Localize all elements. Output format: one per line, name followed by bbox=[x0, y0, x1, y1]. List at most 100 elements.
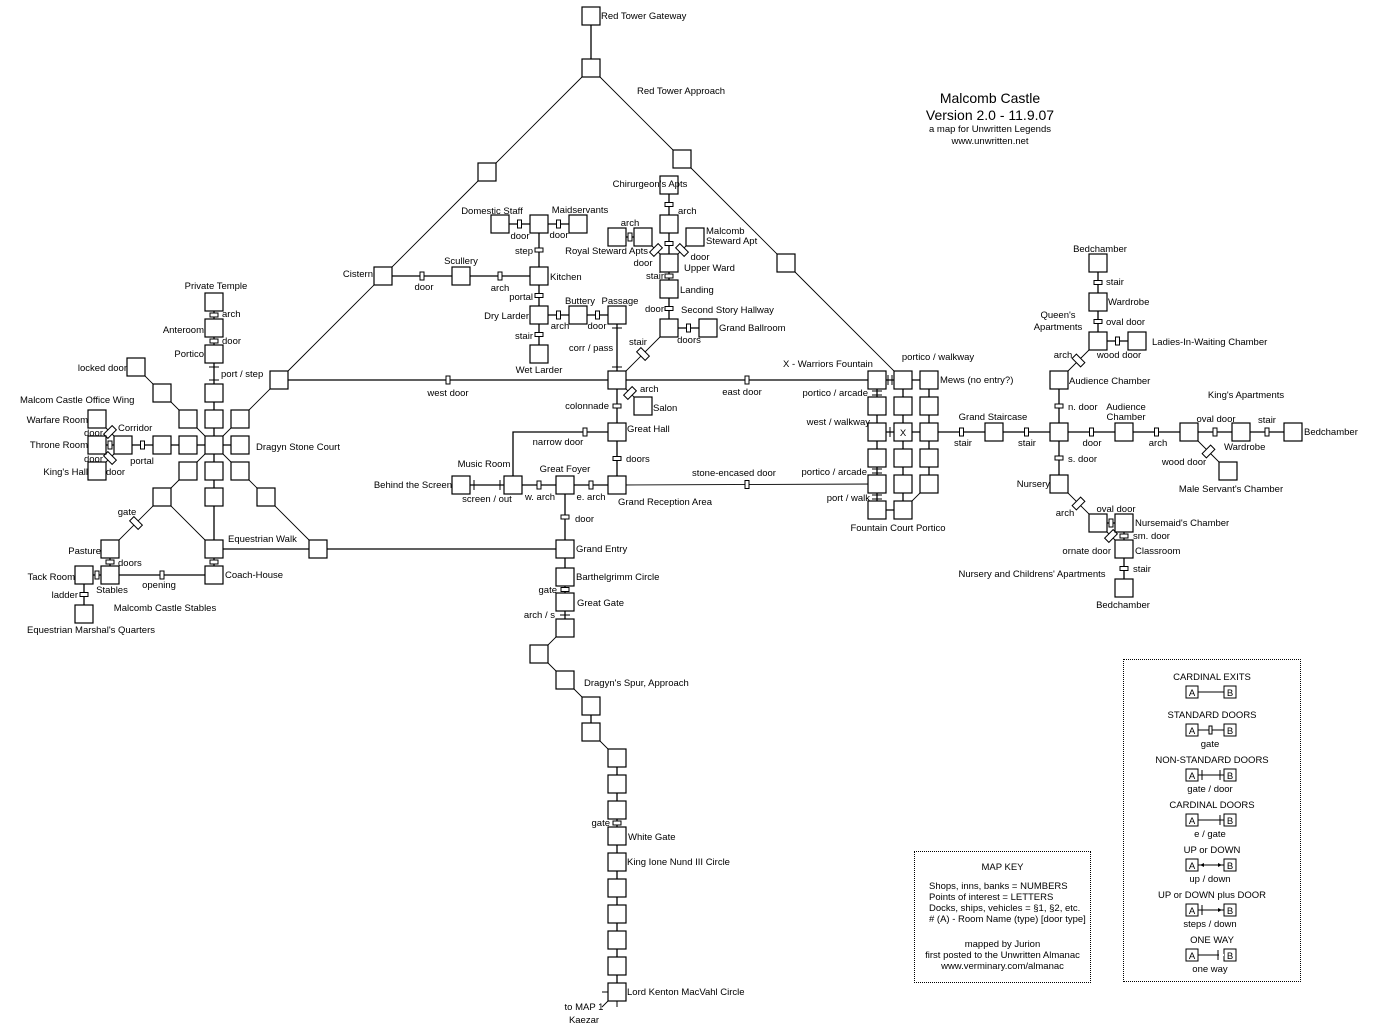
room-chirurg bbox=[659, 175, 679, 195]
room-chir2 bbox=[659, 214, 679, 234]
connection bbox=[1124, 427, 1189, 437]
room-whitegate bbox=[607, 826, 627, 846]
map-label: door bbox=[510, 231, 529, 242]
room-portico bbox=[204, 344, 224, 364]
room-ssh bbox=[659, 318, 679, 338]
connection bbox=[461, 271, 539, 281]
map-label: wood door bbox=[1096, 350, 1141, 361]
map-label: arch bbox=[222, 309, 240, 320]
legend-box-a bbox=[1185, 903, 1199, 917]
room-audchE bbox=[1114, 422, 1134, 442]
room-box bbox=[1088, 253, 1108, 273]
room-dsN2 bbox=[204, 383, 224, 403]
room-box bbox=[100, 539, 120, 559]
map-label: narrow door bbox=[533, 437, 584, 448]
map-site: www.unwritten.net bbox=[951, 136, 1029, 147]
room-warfare bbox=[87, 409, 107, 429]
room-box bbox=[672, 149, 692, 169]
room-grandrec bbox=[607, 475, 627, 495]
connection bbox=[110, 570, 214, 580]
map-label: west / walkway bbox=[806, 417, 871, 428]
legend-box-a-label: A bbox=[1189, 726, 1196, 737]
door-marker bbox=[664, 202, 674, 207]
room-ladies bbox=[1127, 331, 1147, 351]
room-fcB1 bbox=[893, 370, 913, 390]
room-box bbox=[867, 448, 887, 468]
map-label: Private Temple bbox=[185, 281, 248, 292]
room-box bbox=[919, 370, 939, 390]
map-label: arch bbox=[551, 321, 569, 332]
map-label: arch bbox=[678, 206, 696, 217]
room-box bbox=[451, 475, 471, 495]
room-greatgate bbox=[555, 592, 575, 612]
room-box bbox=[581, 58, 601, 78]
room-box bbox=[1114, 539, 1134, 559]
room-box bbox=[152, 435, 172, 455]
connection bbox=[681, 158, 787, 264]
map-key-credit: mapped by Jurion bbox=[964, 939, 1041, 950]
map-label: door bbox=[575, 514, 594, 525]
room-box bbox=[607, 878, 627, 898]
room-box bbox=[1179, 422, 1199, 442]
room-box bbox=[867, 474, 887, 494]
room-box bbox=[919, 396, 939, 416]
map-label: Male Servant's Chamber bbox=[1179, 484, 1283, 495]
legend-box-b-label: B bbox=[1227, 951, 1233, 962]
map-label: Royal Steward Apts bbox=[565, 246, 648, 257]
door-marker bbox=[79, 592, 89, 597]
map-label: ladder bbox=[52, 590, 78, 601]
room-throne bbox=[87, 435, 107, 455]
map-label: Pasture bbox=[68, 546, 101, 557]
map-key: MAP KEY Shops, inns, banks = NUMBERS Poi… bbox=[914, 851, 1091, 983]
connection bbox=[279, 375, 617, 385]
door-marker bbox=[209, 338, 219, 344]
room-box bbox=[659, 175, 679, 195]
door-marker bbox=[1071, 496, 1086, 511]
map-label: X - Warriors Fountain bbox=[783, 359, 873, 370]
room-kwardrobe bbox=[1231, 422, 1251, 442]
room-box bbox=[1088, 513, 1108, 533]
legend-box-a-label: A bbox=[1189, 771, 1196, 782]
map-label: Wardrobe bbox=[1108, 297, 1149, 308]
map-label: Tack Room bbox=[27, 572, 75, 583]
room-lockeddoor bbox=[126, 357, 146, 377]
room-s2 bbox=[529, 644, 549, 664]
door-marker bbox=[128, 515, 144, 531]
map-label: arch bbox=[491, 283, 509, 294]
room-box bbox=[1114, 578, 1134, 598]
door-marker bbox=[1119, 533, 1129, 539]
room-dsS1 bbox=[204, 461, 224, 481]
map-label: Domestic Staff bbox=[461, 206, 523, 217]
room-dsSE2 bbox=[256, 487, 276, 507]
room-box bbox=[659, 253, 679, 273]
map-label: Nursery and Childrens' Apartments bbox=[958, 569, 1105, 580]
map-label: door bbox=[549, 230, 568, 241]
room-barthel bbox=[555, 567, 575, 587]
map-label: Scullery bbox=[444, 256, 478, 267]
room-box bbox=[555, 567, 575, 587]
map-label: Grand Ballroom bbox=[719, 323, 786, 334]
room-box bbox=[607, 982, 627, 1002]
room-box bbox=[607, 422, 627, 442]
room-eqmarshal bbox=[74, 604, 94, 624]
door-marker bbox=[635, 346, 651, 362]
room-behindscreen bbox=[451, 475, 471, 495]
map-label: Anteroom bbox=[163, 325, 204, 336]
room-box bbox=[607, 800, 627, 820]
room-box bbox=[867, 370, 887, 390]
room-box bbox=[893, 474, 913, 494]
legend-title: NON-STANDARD DOORS bbox=[1155, 755, 1268, 766]
door-marker bbox=[105, 559, 115, 565]
room-box bbox=[204, 344, 224, 364]
legend-box-a bbox=[1185, 768, 1199, 782]
legend-box-b bbox=[1223, 768, 1237, 782]
room-box bbox=[568, 305, 588, 325]
door-marker bbox=[648, 242, 664, 258]
map-label: portico / walkway bbox=[902, 352, 975, 363]
room-box bbox=[308, 539, 328, 559]
map-label: portico / arcade bbox=[803, 388, 868, 399]
room-box bbox=[659, 214, 679, 234]
room-box bbox=[607, 904, 627, 924]
room-box bbox=[555, 592, 575, 612]
